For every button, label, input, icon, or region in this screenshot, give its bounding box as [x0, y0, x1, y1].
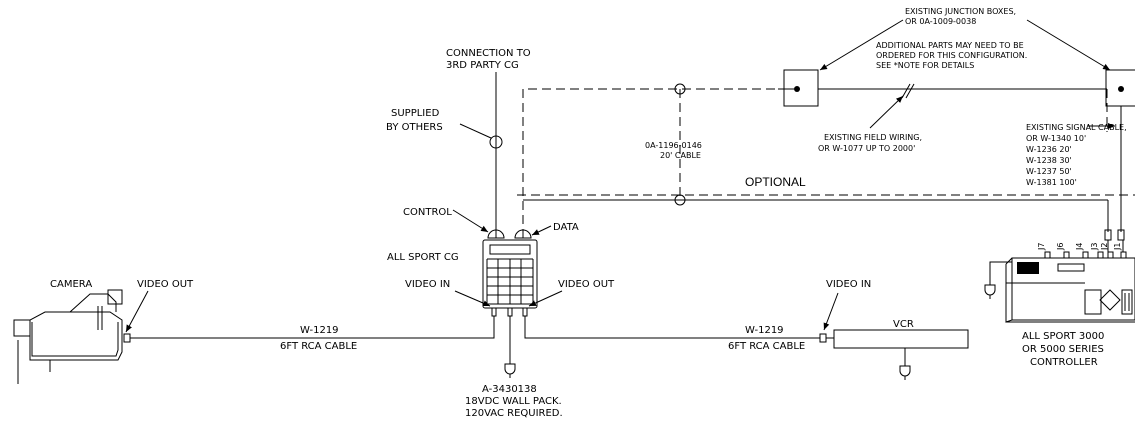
junction-box-right	[1105, 69, 1135, 107]
signal-cable-line5: W-1237 50'	[1026, 167, 1072, 176]
controller-label-line1: ALL SPORT 3000	[1022, 331, 1104, 342]
junction-box-right-terminal	[1118, 86, 1124, 92]
jack-label-j1: J1	[1113, 243, 1122, 251]
vcr-label: VCR	[893, 319, 914, 330]
signal-cable-line4: W-1238 30'	[1026, 156, 1072, 165]
field-wiring-break-a	[901, 83, 911, 99]
controller-unit	[1005, 257, 1135, 323]
cable-marker-bottom	[674, 194, 686, 206]
cable-left-desc: 6FT RCA CABLE	[280, 341, 357, 352]
data-port	[514, 229, 532, 239]
field-wiring-line1: EXISTING FIELD WIRING,	[824, 133, 922, 142]
additional-note-line3: SEE *NOTE FOR DETAILS	[876, 61, 974, 70]
additional-note-line1: ADDITIONAL PARTS MAY NEED TO BE	[876, 41, 1024, 50]
power-label-line2: 18VDC WALL PACK.	[465, 396, 562, 407]
sport-cable-part-number: 0A-1196-0146	[645, 141, 702, 150]
junction-box-left-terminal	[794, 86, 800, 92]
junction-arrow-right	[1026, 19, 1111, 71]
connection-label-line1: CONNECTION TO	[446, 48, 531, 59]
control-port	[487, 229, 505, 239]
field-wiring-arrow	[869, 95, 904, 129]
jack-label-j4: J4	[1075, 243, 1084, 251]
controller-power-plug-icon	[984, 284, 996, 296]
jack-label-j7: J7	[1037, 243, 1046, 251]
cg-video-in-label: VIDEO IN	[405, 279, 450, 290]
connection-label-line2: 3RD PARTY CG	[446, 60, 519, 71]
controller-jacks	[1044, 251, 1127, 259]
optional-label: OPTIONAL	[745, 175, 806, 189]
vcr-video-in-arrow	[823, 292, 839, 331]
junction-label-line1: EXISTING JUNCTION BOXES,	[905, 7, 1016, 16]
camera-icon	[13, 289, 131, 384]
junction-label-line2: OR 0A-1009-0038	[905, 17, 976, 26]
signal-cable-line3: W-1236 20'	[1026, 145, 1072, 154]
signal-cable-line6: W-1381 100'	[1026, 178, 1077, 187]
power-plug-icon	[504, 363, 516, 375]
power-label-line3: 120VAC REQUIRED.	[465, 408, 563, 419]
cg-video-out-label: VIDEO OUT	[558, 279, 615, 290]
camera-video-out-label: VIDEO OUT	[137, 279, 194, 290]
supplied-label-line1: SUPPLIED	[391, 108, 440, 119]
vcr-video-in-label: VIDEO IN	[826, 279, 871, 290]
sport-cable-length: 20' CABLE	[660, 151, 701, 160]
controller-label-line2: OR 5000 SERIES	[1022, 344, 1104, 355]
cable-right-part: W-1219	[745, 325, 784, 336]
cg-name-label: ALL SPORT CG	[387, 252, 459, 263]
jack-label-j3: J3	[1090, 243, 1099, 251]
signal-cable-line2: OR W-1340 10'	[1026, 134, 1086, 143]
power-label-line1: A-3430138	[482, 384, 537, 395]
vcr-box	[833, 329, 969, 349]
junction-box-left	[783, 69, 819, 107]
rca-cable-left	[130, 316, 495, 339]
supplied-label-line2: BY OTHERS	[386, 122, 443, 133]
field-wiring-line2: OR W-1077 UP TO 2000'	[818, 144, 915, 153]
jack-label-j6: J6	[1056, 243, 1065, 251]
cable-right-desc: 6FT RCA CABLE	[728, 341, 805, 352]
control-label: CONTROL	[403, 207, 452, 218]
signal-cable-plug	[1117, 229, 1125, 241]
cg-unit-keypad	[486, 258, 534, 305]
camera-label: CAMERA	[50, 279, 92, 290]
cg-video-out-jack	[522, 307, 528, 317]
vcr-video-in-jack	[819, 333, 827, 343]
jack-label-j2: J2	[1100, 243, 1109, 251]
controller-label-line3: CONTROLLER	[1030, 357, 1098, 368]
cg-video-in-arrow	[454, 290, 491, 307]
controller-power-cord	[989, 261, 1012, 285]
cg-video-out-arrow	[528, 290, 563, 307]
signal-cable-line1: EXISTING SIGNAL CABLE,	[1026, 123, 1127, 132]
supplied-by-others-marker	[489, 135, 503, 149]
cg-power-jack	[507, 307, 513, 317]
camera-video-out-arrow	[125, 290, 149, 333]
cable-marker-top	[674, 83, 686, 95]
vcr-power-plug-icon	[899, 365, 911, 377]
rca-cable-right	[524, 316, 820, 339]
junction-arrow-left	[819, 19, 904, 71]
dashed-route-left	[522, 88, 782, 238]
data-label: DATA	[553, 222, 579, 233]
field-wiring-break-b	[905, 83, 915, 99]
cg-unit-display	[489, 244, 531, 255]
cg-video-in-jack	[491, 307, 497, 317]
cable-left-part: W-1219	[300, 325, 339, 336]
control-arrow	[452, 209, 489, 233]
additional-note-line2: ORDERED FOR THIS CONFIGURATION.	[876, 51, 1027, 60]
supplied-leader-line	[459, 123, 492, 139]
data-arrow	[531, 225, 552, 236]
